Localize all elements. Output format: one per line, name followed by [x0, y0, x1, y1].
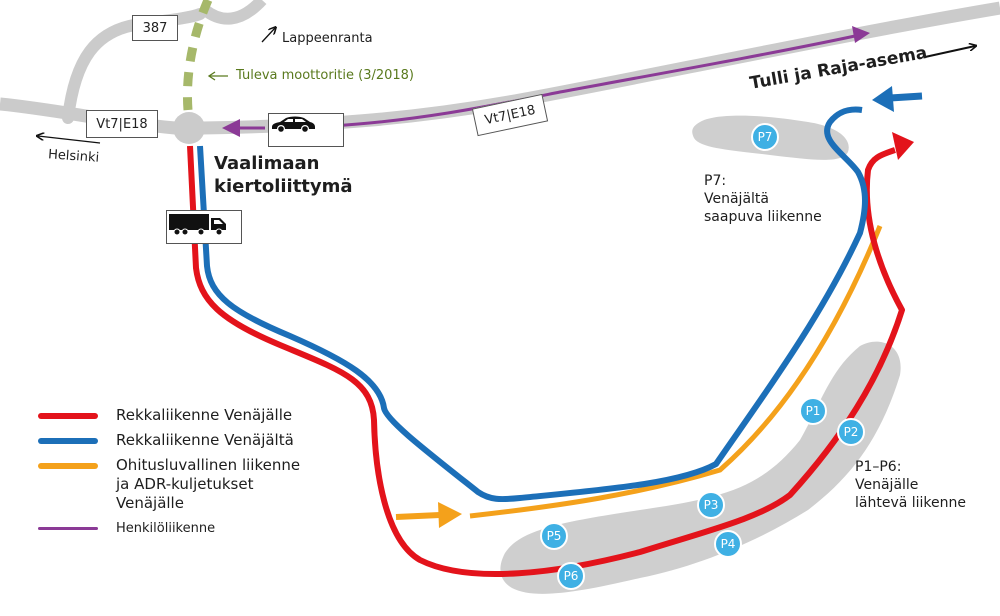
parking-badge-p1: P1	[799, 397, 827, 425]
orange-entry	[395, 512, 441, 520]
passenger-arrow-east	[852, 26, 870, 43]
legend-item-orange: Ohitusluvallinen liikenne ja ADR-kuljetu…	[38, 456, 338, 513]
legend-swatch-red	[38, 413, 98, 419]
roundabout	[173, 112, 205, 144]
legend-label-red: Rekkaliikenne Venäjälle	[116, 406, 293, 424]
car-sign	[268, 113, 344, 147]
label-p7-description: P7: Venäjältä saapuva liikenne	[704, 173, 822, 225]
parking-badge-p5: P5	[540, 522, 568, 550]
label-p1-p6-description: P1–P6: Venäjälle lähtevä liikenne	[855, 459, 967, 511]
label-future-motorway: Tuleva moottoritie (3/2018)	[236, 68, 415, 83]
customs-arrow	[924, 46, 975, 58]
legend-item-blue: Rekkaliikenne Venäjältä	[38, 431, 338, 450]
future-motorway	[182, 0, 213, 111]
label-roundabout-2: kiertoliittymä	[214, 176, 353, 197]
red-route	[187, 145, 905, 577]
legend-label-orange: Ohitusluvallinen liikenne ja ADR-kuljetu…	[116, 456, 301, 512]
blue-entry	[889, 92, 923, 102]
parking-badge-p4: P4	[714, 530, 742, 558]
red-arrow-head	[892, 132, 914, 160]
passenger-route-east	[329, 34, 856, 128]
legend-swatch-orange	[38, 463, 98, 469]
vt7-left-sign: Vt7|E18	[86, 110, 158, 138]
blue-entry-arrow	[872, 86, 894, 112]
parking-badge-p7: P7	[751, 123, 779, 151]
truck-icon	[169, 214, 226, 236]
parking-badge-p3: P3	[697, 491, 725, 519]
label-roundabout-1: Vaalimaan	[214, 153, 320, 174]
passenger-arrow-west	[222, 119, 240, 137]
parking-badge-p2: P2	[837, 418, 865, 446]
lappeenranta-arrow	[261, 28, 275, 43]
helsinki-arrow	[38, 136, 101, 144]
orange-entry-arrow	[438, 502, 462, 528]
road-387	[62, 8, 206, 124]
legend-swatch-blue	[38, 438, 98, 444]
road-lappeenranta-branch	[201, 0, 267, 25]
legend-label-blue: Rekkaliikenne Venäjältä	[116, 431, 294, 449]
parking-badge-p6: P6	[557, 562, 585, 590]
legend: Rekkaliikenne Venäjälle Rekkaliikenne Ve…	[38, 406, 338, 544]
legend-label-purple: Henkilöliikenne	[116, 521, 216, 536]
legend-item-red: Rekkaliikenne Venäjälle	[38, 406, 338, 425]
truck-sign	[166, 210, 242, 244]
legend-item-purple: Henkilöliikenne	[38, 519, 338, 538]
label-lappeenranta: Lappeenranta	[282, 31, 373, 46]
legend-swatch-purple	[38, 527, 98, 530]
road-387-sign: 387	[132, 15, 178, 41]
orange-route	[469, 225, 883, 519]
parking-area-p1-p6	[500, 341, 901, 594]
blue-route	[197, 106, 868, 503]
car-icon	[272, 116, 315, 134]
